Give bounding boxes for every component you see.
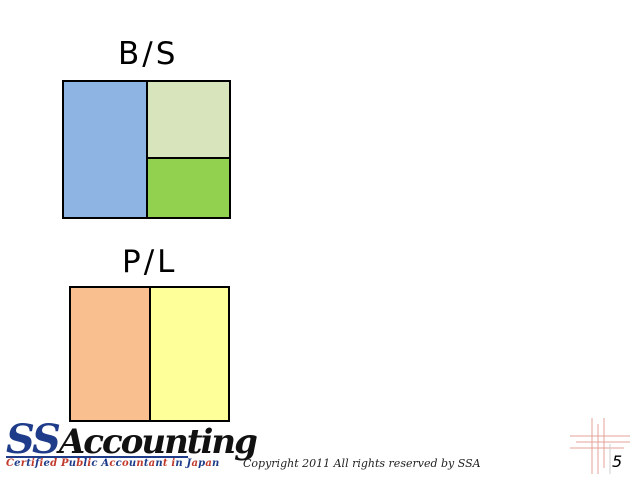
pl-revenue-block	[149, 286, 230, 422]
logo-ss: SS	[6, 416, 61, 463]
income-statement-title: P/L	[122, 244, 178, 280]
copyright-notice: Copyright 2011 All rights reserved by SS…	[243, 457, 481, 470]
page-number: 5	[612, 452, 623, 471]
logo-wordmark: SSAccounting	[6, 420, 258, 462]
bs-liabilities-block	[146, 80, 231, 159]
logo-accounting: Accounting	[58, 422, 258, 462]
bs-equity-block	[146, 157, 231, 219]
balance-sheet-title: B/S	[118, 36, 179, 72]
bs-assets-block	[62, 80, 148, 219]
ssaccounting-logo: SSAccounting Certified Public Accountant…	[6, 420, 258, 473]
crosshair-decoration-icon	[570, 418, 630, 474]
pl-expenses-block	[69, 286, 151, 422]
logo-tagline: Certified Public Accountant in Japan	[6, 458, 220, 469]
logo-underline	[6, 456, 188, 458]
